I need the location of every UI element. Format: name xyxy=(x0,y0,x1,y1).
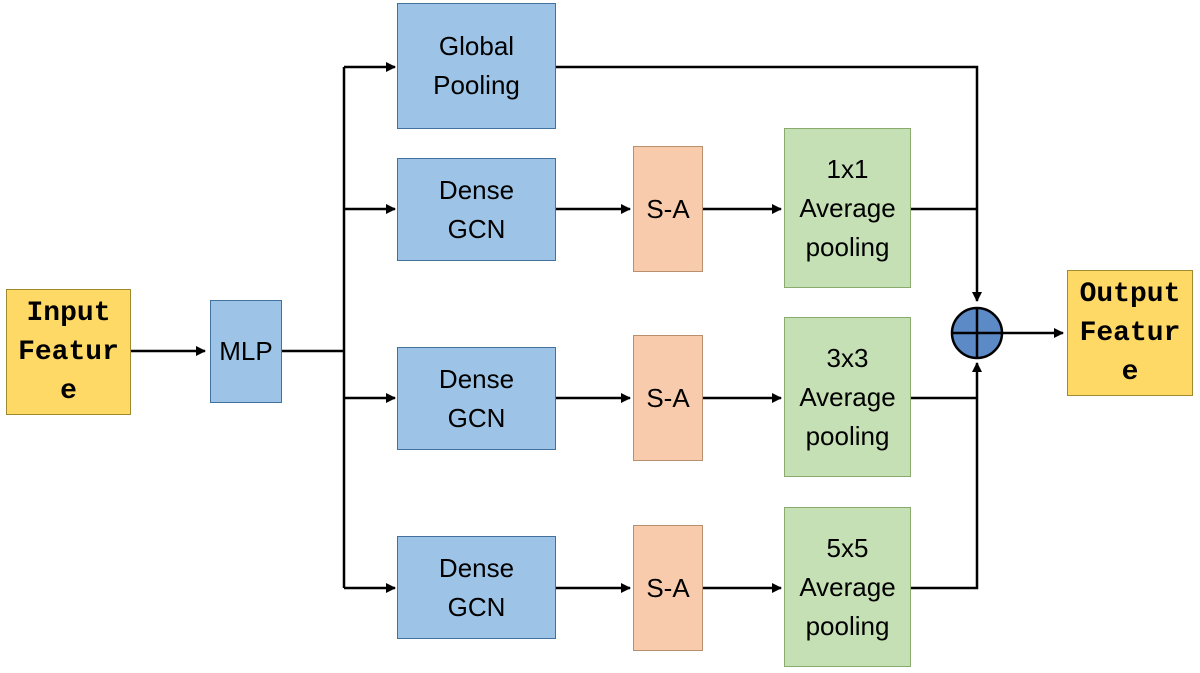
dense-gcn-box-2: Dense GCN xyxy=(397,347,556,450)
output-feature-label: Output Featur e xyxy=(1079,278,1181,388)
self-attention-label-3: S-A xyxy=(646,572,690,603)
avg-pooling-1x1-box: 1x1 Average pooling xyxy=(784,128,911,288)
input-feature-label: Input Featur e xyxy=(18,297,119,407)
self-attention-box-3: S-A xyxy=(633,525,703,651)
self-attention-box-2: S-A xyxy=(633,335,703,461)
plus-circle-icon xyxy=(950,306,1004,360)
input-feature-box: Input Featur e xyxy=(6,289,131,415)
output-feature-box: Output Featur e xyxy=(1067,270,1193,396)
dense-gcn-box-3: Dense GCN xyxy=(397,536,556,639)
avg-pooling-1x1-label: 1x1 Average pooling xyxy=(799,153,896,262)
avg-pooling-3x3-box: 3x3 Average pooling xyxy=(784,317,911,477)
self-attention-label-2: S-A xyxy=(646,382,690,413)
global-pooling-box: Global Pooling xyxy=(397,3,556,129)
self-attention-label-1: S-A xyxy=(646,193,690,224)
self-attention-box-1: S-A xyxy=(633,146,703,272)
avg-pooling-5x5-label: 5x5 Average pooling xyxy=(799,532,896,641)
edge-global-pooling-sum xyxy=(556,65,982,302)
edge-pool5-sum xyxy=(911,362,982,590)
dense-gcn-label-3: Dense GCN xyxy=(438,552,515,622)
dense-gcn-label-2: Dense GCN xyxy=(438,363,515,433)
dense-gcn-label-1: Dense GCN xyxy=(438,174,515,244)
dense-gcn-box-1: Dense GCN xyxy=(397,158,556,261)
avg-pooling-5x5-box: 5x5 Average pooling xyxy=(784,507,911,667)
mlp-box: MLP xyxy=(210,300,282,403)
global-pooling-label: Global Pooling xyxy=(433,31,520,100)
avg-pooling-3x3-label: 3x3 Average pooling xyxy=(799,342,896,451)
mlp-label: MLP xyxy=(219,336,273,366)
